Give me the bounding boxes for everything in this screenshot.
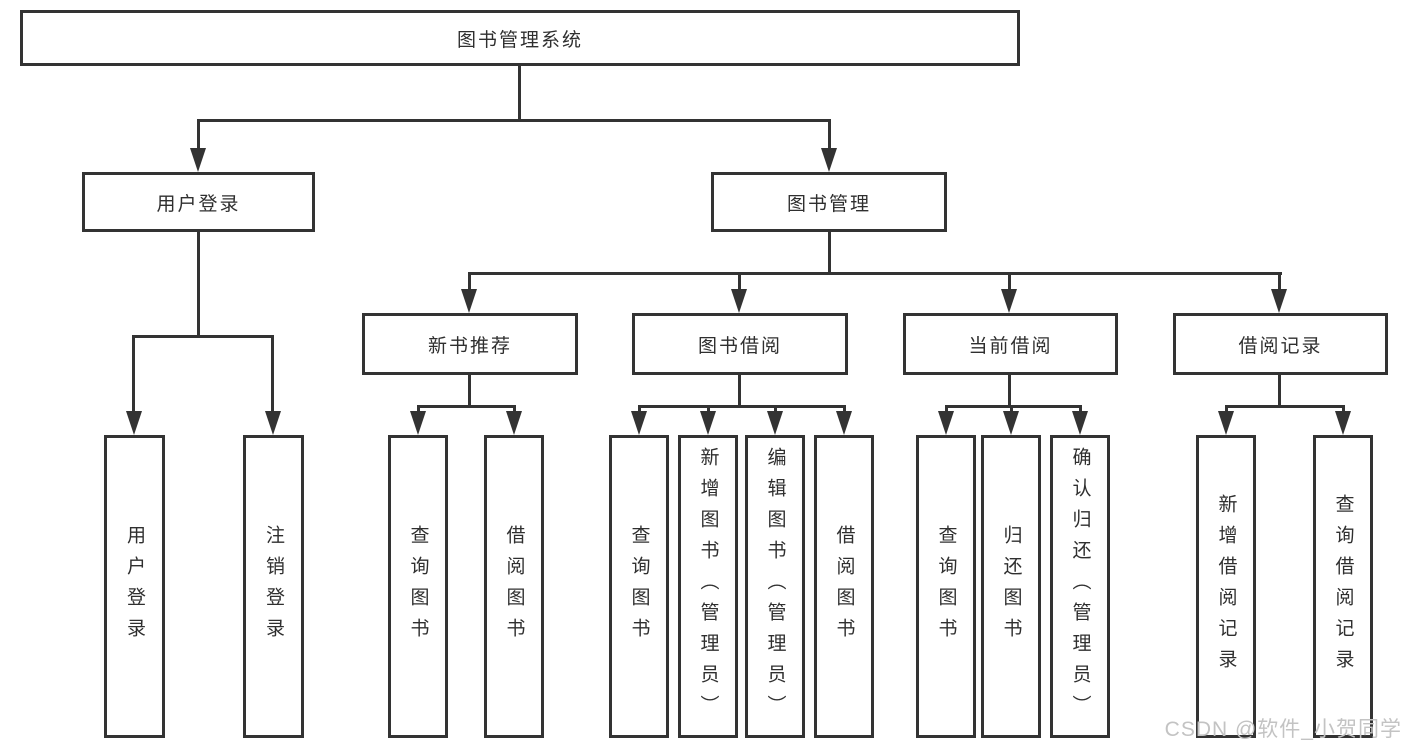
connector-records-bus <box>1225 405 1345 408</box>
arrow-down-icon <box>190 148 206 172</box>
arrow-down-icon <box>265 411 281 435</box>
leaf-query-borrow-record: 查询借阅记录 <box>1313 435 1373 738</box>
csdn-watermark: CSDN @软件_小贺同学 <box>1164 718 1402 741</box>
arrow-down-icon <box>1072 411 1088 435</box>
connector-records-stem <box>1278 375 1281 405</box>
arrow-down-icon <box>767 411 783 435</box>
node-label: 编辑图书（管理员） <box>764 447 786 726</box>
node-label: 用户登录 <box>124 524 145 649</box>
connector-borrow-bus <box>638 405 846 408</box>
connector-level2-bus <box>197 119 831 122</box>
leaf-add-book-admin: 新增图书（管理员） <box>678 435 738 738</box>
connector-drop <box>1342 405 1345 415</box>
node-label: 查询图书 <box>407 524 429 649</box>
node-label: 当前借阅 <box>968 335 1053 357</box>
node-library-management-system: 图书管理系统 <box>20 10 1020 66</box>
connector-mgmt-stem <box>828 232 831 272</box>
connector-recommend-bus <box>417 405 516 408</box>
node-label: 借阅记录 <box>1238 335 1323 357</box>
connector-drop <box>843 405 846 415</box>
arrow-down-icon <box>1335 411 1351 435</box>
node-label: 确认归还（管理员） <box>1069 447 1091 726</box>
connector-login-stem <box>197 232 200 335</box>
leaf-query-books-recommend: 查询图书 <box>388 435 448 738</box>
connector-borrow-stem <box>738 375 741 405</box>
node-label: 用户登录 <box>156 193 241 215</box>
node-label: 新增图书（管理员） <box>697 447 719 726</box>
connector-drop <box>707 405 710 415</box>
connector-login-bus <box>132 335 274 338</box>
leaf-return-book: 归还图书 <box>981 435 1041 738</box>
node-label: 借阅图书 <box>503 524 525 649</box>
node-book-management: 图书管理 <box>711 172 947 232</box>
arrow-down-icon <box>938 411 954 435</box>
node-label: 借阅图书 <box>833 524 855 649</box>
connector-drop <box>1010 405 1013 415</box>
node-label: 图书管理 <box>786 193 871 215</box>
leaf-query-books-current: 查询图书 <box>916 435 976 738</box>
connector-drop <box>468 272 471 292</box>
connector-recommend-stem <box>468 375 471 405</box>
node-label: 新增借阅记录 <box>1215 493 1237 680</box>
arrow-down-icon <box>821 148 837 172</box>
connector-drop-mgmt <box>828 119 831 151</box>
connector-drop <box>417 405 420 415</box>
connector-drop <box>1008 272 1011 292</box>
connector-drop <box>738 272 741 292</box>
connector-drop <box>271 335 274 413</box>
node-label: 图书管理系统 <box>456 29 583 51</box>
connector-root-stem <box>518 65 521 119</box>
arrow-down-icon <box>126 411 142 435</box>
connector-current-stem <box>1008 375 1011 405</box>
node-new-book-recommend: 新书推荐 <box>362 313 578 375</box>
arrow-down-icon <box>1271 289 1287 313</box>
leaf-borrow-books-recommend: 借阅图书 <box>484 435 544 738</box>
connector-drop <box>945 405 948 415</box>
arrow-down-icon <box>1003 411 1019 435</box>
leaf-edit-book-admin: 编辑图书（管理员） <box>745 435 805 738</box>
connector-drop <box>513 405 516 415</box>
connector-drop <box>1278 272 1281 292</box>
arrow-down-icon <box>631 411 647 435</box>
arrow-down-icon <box>836 411 852 435</box>
connector-drop <box>1225 405 1228 415</box>
node-label: 注销登录 <box>263 524 284 649</box>
arrow-down-icon <box>731 289 747 313</box>
node-book-borrow: 图书借阅 <box>632 313 848 375</box>
leaf-logout: 注销登录 <box>243 435 304 738</box>
arrow-down-icon <box>1001 289 1017 313</box>
connector-drop-login <box>197 119 200 151</box>
node-label: 新书推荐 <box>427 335 512 357</box>
arrow-down-icon <box>506 411 522 435</box>
connector-drop <box>132 335 135 413</box>
connector-drop <box>638 405 641 415</box>
leaf-borrow-books: 借阅图书 <box>814 435 874 738</box>
arrow-down-icon <box>461 289 477 313</box>
connector-drop <box>1079 405 1082 415</box>
node-label: 归还图书 <box>1000 524 1022 649</box>
arrow-down-icon <box>700 411 716 435</box>
node-label: 查询借阅记录 <box>1332 493 1354 680</box>
connector-level3-bus <box>468 272 1282 275</box>
node-current-borrow: 当前借阅 <box>903 313 1118 375</box>
leaf-confirm-return-admin: 确认归还（管理员） <box>1050 435 1110 738</box>
leaf-query-books-borrow: 查询图书 <box>609 435 669 738</box>
node-label: 查询图书 <box>628 524 650 649</box>
connector-drop <box>774 405 777 415</box>
node-label: 查询图书 <box>935 524 957 649</box>
arrow-down-icon <box>1218 411 1234 435</box>
arrow-down-icon <box>410 411 426 435</box>
node-user-login: 用户登录 <box>82 172 315 232</box>
node-borrow-records: 借阅记录 <box>1173 313 1388 375</box>
leaf-user-login: 用户登录 <box>104 435 165 738</box>
leaf-add-borrow-record: 新增借阅记录 <box>1196 435 1256 738</box>
connector-current-bus <box>945 405 1082 408</box>
node-label: 图书借阅 <box>697 335 782 357</box>
